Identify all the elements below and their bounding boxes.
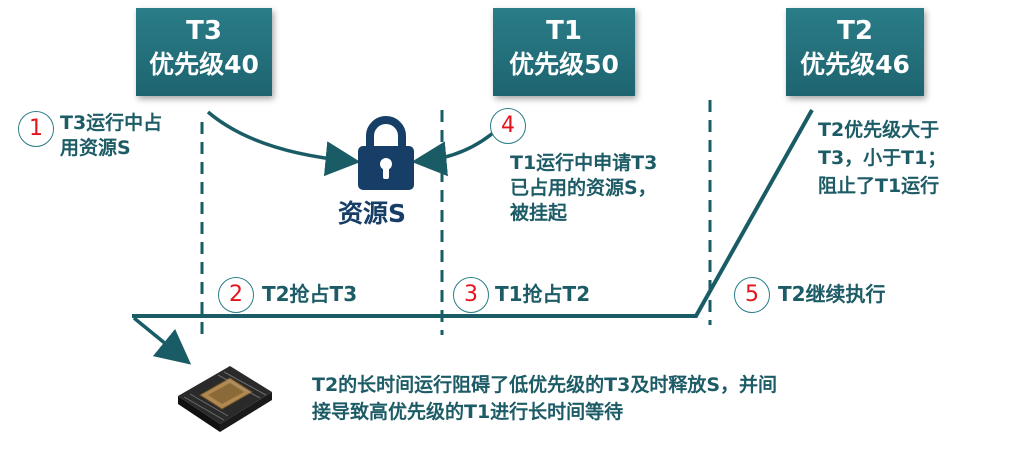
note-line: 阻止了T1运行 (818, 175, 940, 197)
step-number: 2 (218, 277, 254, 313)
step-text-line: 已占用的资源S， (510, 177, 657, 199)
step-number: 4 (490, 108, 526, 144)
step-number: 3 (453, 277, 489, 313)
cpu-arrow (132, 316, 192, 365)
step-2-text: T2抢占T3 (262, 282, 358, 306)
step-number: 5 (734, 277, 770, 313)
step-5-text: T2继续执行 (778, 282, 886, 306)
note-line: T3，小于T1； (818, 147, 947, 169)
note-line: T2优先级大于 (818, 119, 940, 141)
task-priority: 优先级40 (149, 50, 259, 79)
conclusion-text: T2的长时间运行阻碍了低优先级的T3及时释放S，并间 接导致高优先级的T1进行长… (312, 372, 777, 426)
task-box-t2: T2 优先级46 (786, 8, 924, 96)
step-4-text: T1运行中申请T3 已占用的资源S， 被挂起 (510, 151, 657, 226)
step-3-text: T1抢占T2 (495, 282, 591, 306)
lock-icon (358, 116, 414, 190)
cpu-chip-icon (178, 366, 272, 432)
task-name: T3 (186, 16, 222, 46)
task-box-t1: T1 优先级50 (493, 8, 635, 96)
conclusion-line: T2的长时间运行阻碍了低优先级的T3及时释放S，并间 (312, 374, 778, 396)
t3-to-resource-arrow (206, 110, 361, 177)
timeline-line (132, 109, 814, 318)
t2-note: T2优先级大于 T3，小于T1； 阻止了T1运行 (818, 116, 946, 200)
step-1-text: T3运行中占 用资源S (60, 111, 162, 161)
step-text-line: 用资源S (60, 137, 131, 159)
task-name: T2 (837, 16, 873, 46)
conclusion-line: 接导致高优先级的T1进行长时间等待 (312, 401, 624, 423)
task-priority: 优先级46 (800, 50, 910, 79)
step-text-line: T1运行中申请T3 (510, 152, 658, 174)
task-name: T1 (546, 16, 582, 46)
step-text-line: 被挂起 (510, 202, 568, 224)
step-text-line: T3运行中占 (60, 112, 163, 134)
task-priority: 优先级50 (509, 50, 619, 79)
resource-label: 资源S (338, 199, 407, 228)
step-number: 1 (18, 111, 54, 147)
task-box-t3: T3 优先级40 (136, 8, 272, 96)
